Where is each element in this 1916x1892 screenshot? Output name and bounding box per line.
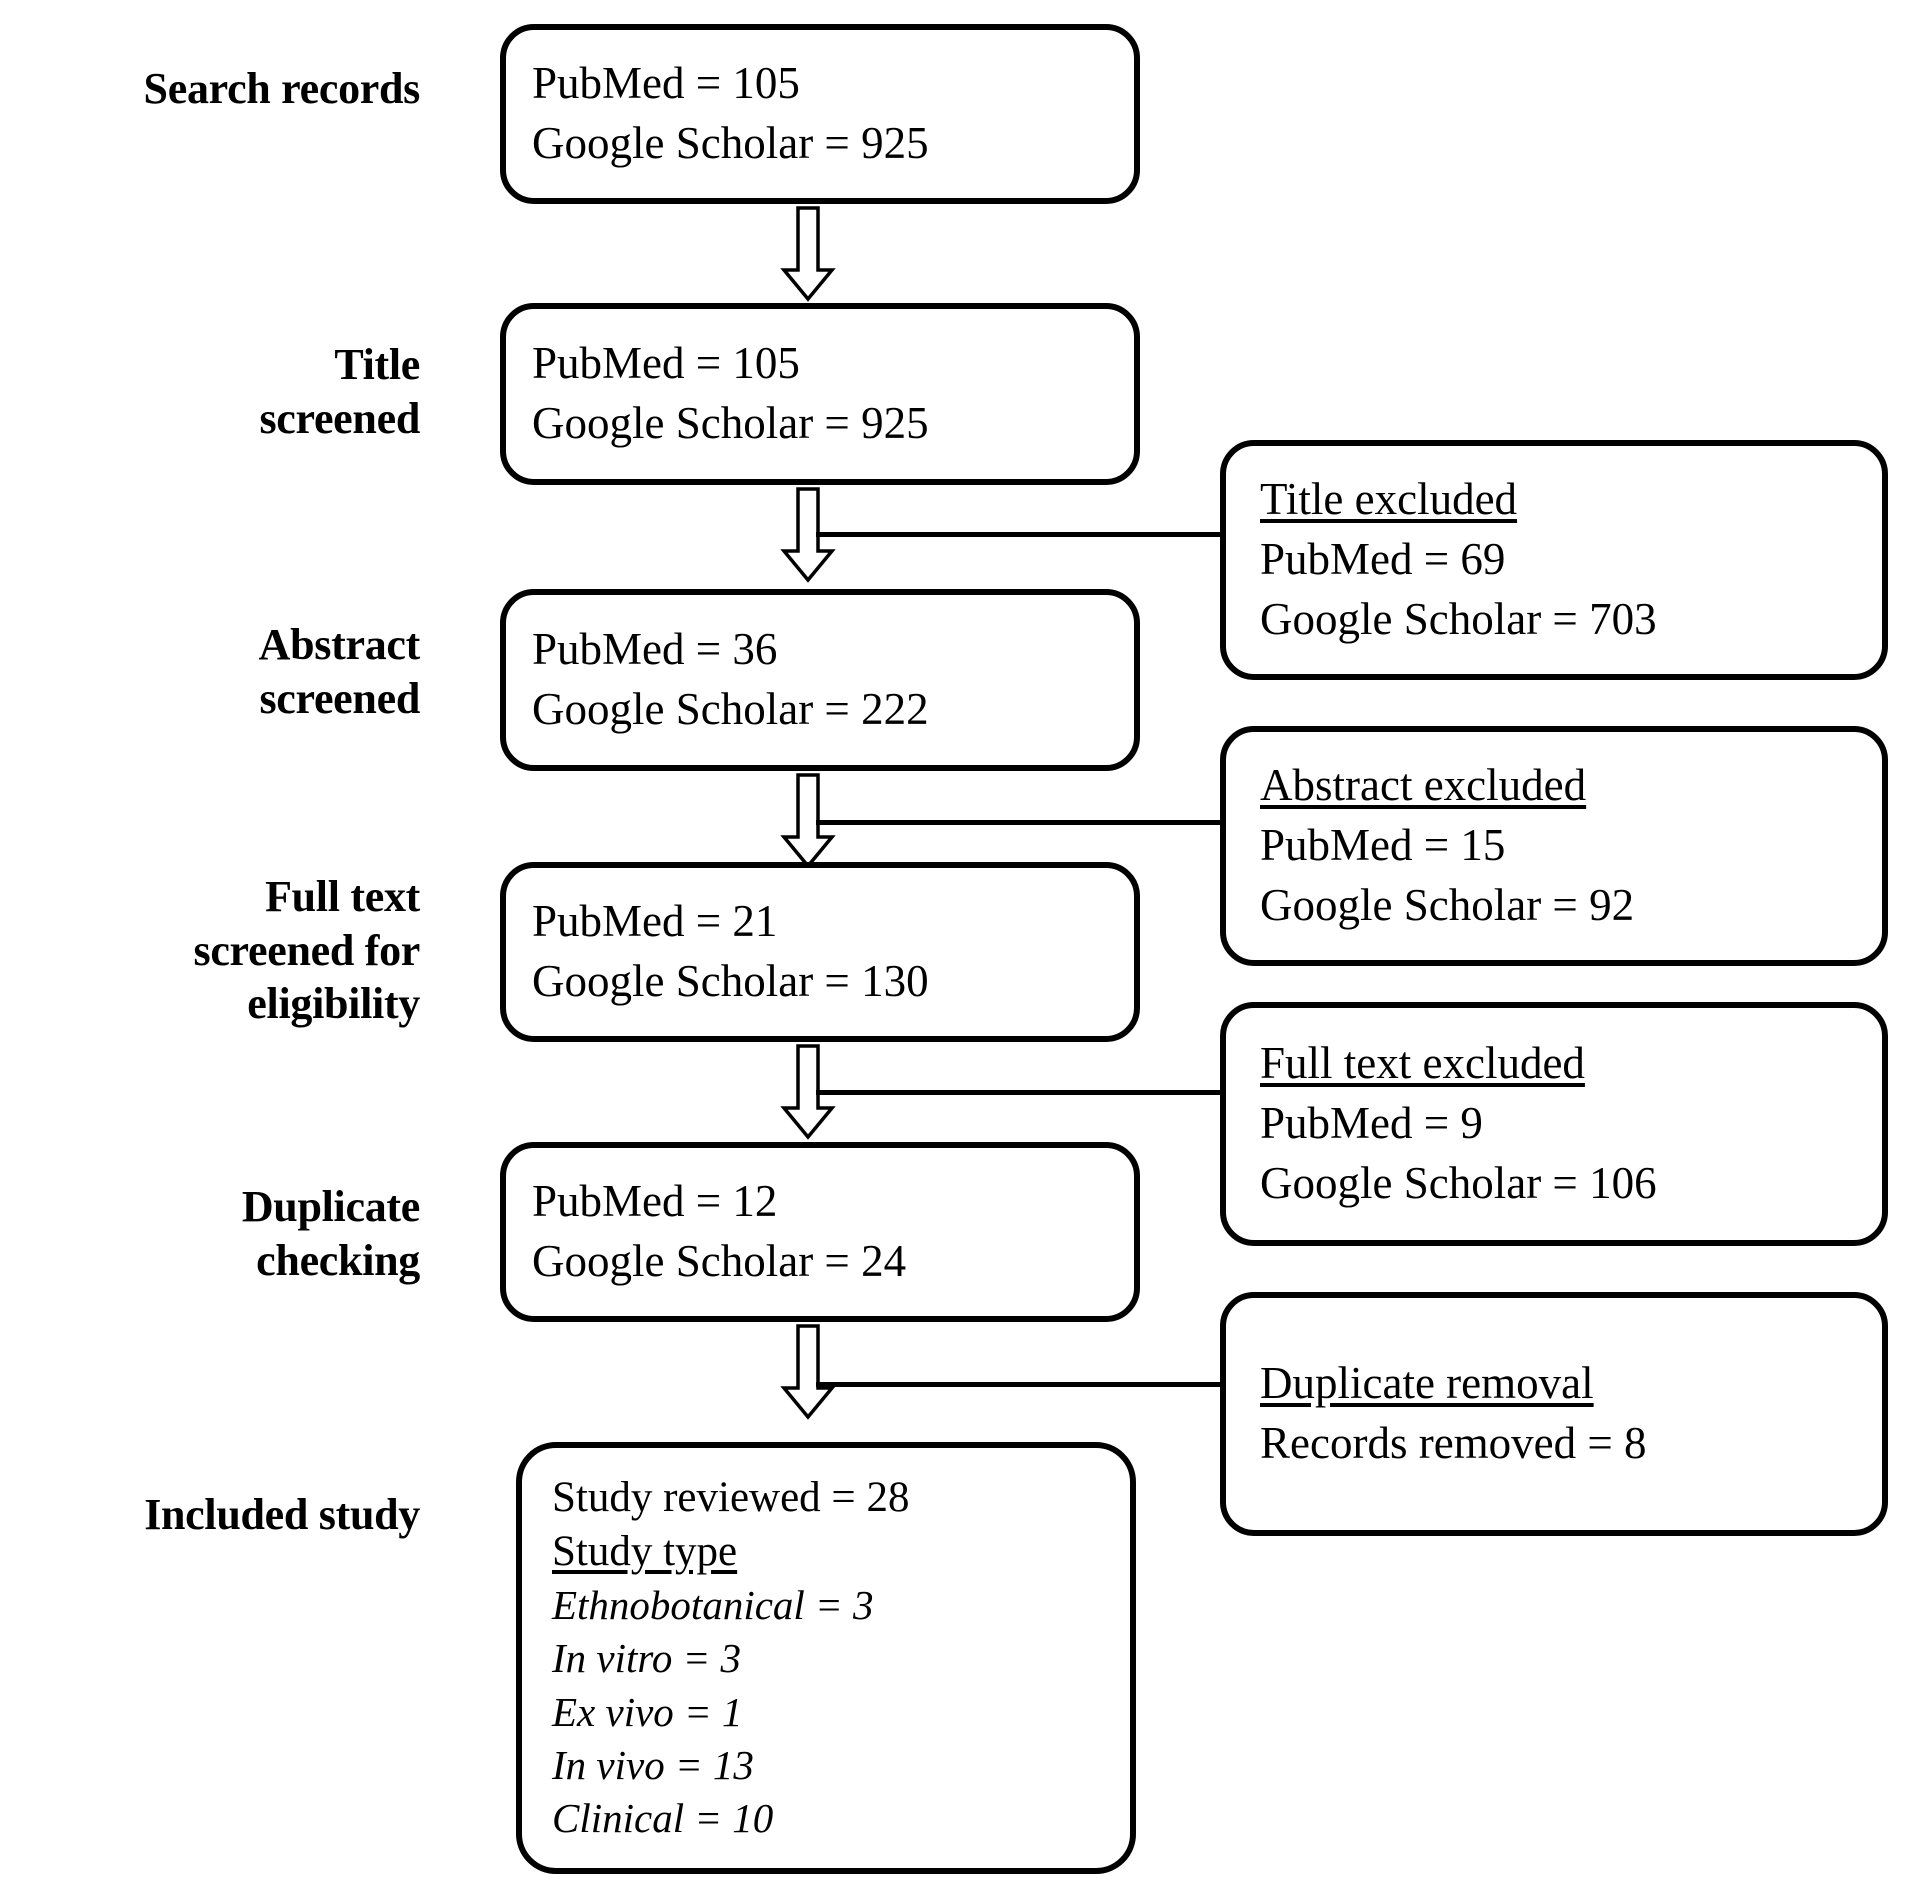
box-line: Google Scholar = 106 <box>1260 1157 1657 1208</box>
flow-arrow-down <box>780 206 836 302</box>
box-fulltext-excluded: Full text excluded PubMed = 9 Google Sch… <box>1220 1002 1888 1246</box>
box-line-heading: Title excluded <box>1260 474 1518 525</box>
box-line: PubMed = 105 <box>532 338 800 389</box>
box-line-heading: Duplicate removal <box>1260 1358 1594 1409</box>
box-line: PubMed = 21 <box>532 896 778 947</box>
box-line: Google Scholar = 24 <box>532 1236 907 1286</box>
stage-label-search-records: Search records <box>143 64 421 113</box>
box-line: PubMed = 69 <box>1260 534 1506 585</box>
box-line: Google Scholar = 130 <box>532 956 929 1006</box>
box-line: Study reviewed = 28 <box>552 1473 910 1521</box>
box-line: PubMed = 9 <box>1260 1098 1483 1149</box>
stage-label-title-screened: Title screened <box>259 340 420 443</box>
stage-label-abstract-screened: Abstract screened <box>258 620 421 723</box>
box-line-heading: Full text excluded <box>1260 1038 1585 1089</box>
box-line: PubMed = 12 <box>532 1176 778 1227</box>
flow-arrow-down <box>780 487 836 583</box>
box-duplicate-removal: Duplicate removal Records removed = 8 <box>1220 1292 1888 1536</box>
connector-fulltext-excluded <box>816 1090 1222 1095</box>
box-line-heading: Abstract excluded <box>1260 760 1587 811</box>
box-line: Google Scholar = 925 <box>532 398 929 448</box>
box-abstract-excluded: Abstract excluded PubMed = 15 Google Sch… <box>1220 726 1888 966</box>
box-fulltext-screened: PubMed = 21 Google Scholar = 130 <box>500 862 1140 1042</box>
box-line: PubMed = 15 <box>1260 820 1506 871</box>
stage-label-fulltext-screened: Full text screened for eligibility <box>193 872 421 1029</box>
box-line: Google Scholar = 92 <box>1260 879 1635 930</box>
box-duplicate-checking: PubMed = 12 Google Scholar = 24 <box>500 1142 1140 1322</box>
box-line: Clinical = 10 <box>552 1795 774 1842</box>
box-line: In vitro = 3 <box>552 1635 741 1682</box>
flow-arrow-down <box>780 1324 836 1420</box>
stage-label-included-study: Included study <box>144 1490 420 1539</box>
box-line: Google Scholar = 222 <box>532 684 929 734</box>
box-line-heading: Study type <box>552 1527 738 1575</box>
box-line: PubMed = 36 <box>532 624 778 675</box>
flow-arrow-down <box>780 773 836 869</box>
box-included-study: Study reviewed = 28 Study type Ethnobota… <box>516 1442 1136 1874</box>
box-line: Google Scholar = 703 <box>1260 593 1657 644</box>
stage-label-duplicate-checking: Duplicate checking <box>241 1182 420 1285</box>
box-line: Records removed = 8 <box>1260 1418 1647 1468</box>
box-title-excluded: Title excluded PubMed = 69 Google Schola… <box>1220 440 1888 680</box>
box-abstract-screened: PubMed = 36 Google Scholar = 222 <box>500 589 1140 771</box>
box-line: In vivo = 13 <box>552 1741 754 1788</box>
connector-duplicate-removal <box>816 1382 1222 1387</box>
box-title-screened: PubMed = 105 Google Scholar = 925 <box>500 303 1140 485</box>
connector-title-excluded <box>816 532 1222 537</box>
connector-abstract-excluded <box>816 820 1222 825</box>
flow-arrow-down <box>780 1044 836 1140</box>
box-line: PubMed = 105 <box>532 58 800 109</box>
box-line: Google Scholar = 925 <box>532 118 929 168</box>
box-line: Ethnobotanical = 3 <box>552 1581 874 1628</box>
box-line: Ex vivo = 1 <box>552 1688 743 1735</box>
box-search-records: PubMed = 105 Google Scholar = 925 <box>500 24 1140 204</box>
